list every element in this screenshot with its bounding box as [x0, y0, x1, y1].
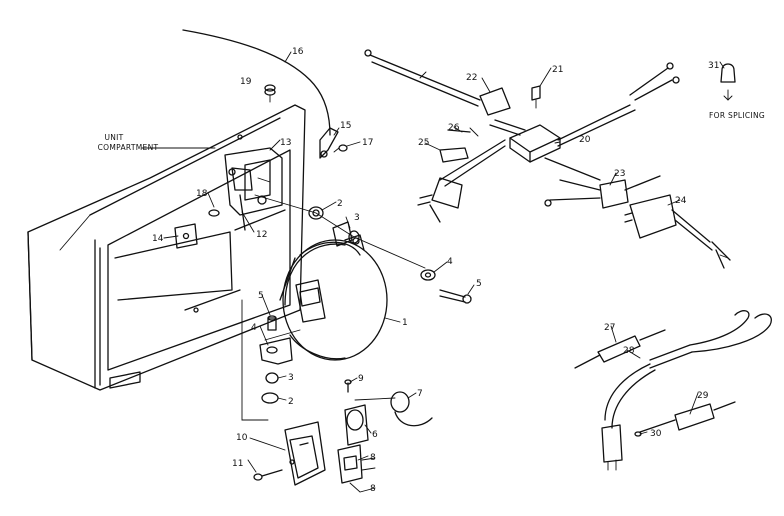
part-4-5-washer-screw-right: [420, 269, 472, 304]
callout-16: 16: [292, 47, 304, 57]
part-11-screw: [253, 469, 283, 481]
callout-12: 12: [256, 230, 267, 240]
part-19-nut: [264, 84, 276, 103]
callout-25: 25: [418, 138, 429, 148]
callout-31: 31: [708, 61, 719, 71]
callout-28: 28: [623, 346, 635, 356]
callout-1: 1: [402, 318, 408, 328]
callout-15: 15: [340, 121, 351, 131]
part-31-wire-nut: [720, 63, 736, 101]
callout-4-left: 4: [251, 323, 257, 333]
part-10-rocker-switch: [284, 421, 326, 486]
callout-7: 7: [417, 389, 423, 399]
callout-9: 9: [358, 374, 364, 384]
callout-19: 19: [240, 77, 252, 87]
part-20-junction-box: [509, 124, 561, 163]
callout-4-right: 4: [447, 257, 453, 267]
callout-numbers: 1 2 2 3 3 4 4 5 5 6 7 8 8 9 10 11 12 13 …: [152, 47, 719, 494]
callout-29: 29: [697, 391, 709, 401]
callout-8-rocker: 8: [370, 484, 376, 494]
unit-compartment-housing: [27, 104, 306, 391]
callout-27: 27: [604, 323, 615, 333]
part-17-screw: [333, 144, 348, 153]
part-1-reel-housing: [264, 234, 388, 361]
callout-10: 10: [236, 433, 248, 443]
part-25-26-terminals: [417, 127, 479, 223]
callout-30: 30: [650, 429, 662, 439]
note-for-splicing: FOR SPLICING: [709, 111, 765, 120]
part-28-sensor-cord: [601, 310, 772, 471]
callout-20: 20: [579, 135, 591, 145]
part-23-connector: [544, 175, 661, 209]
part-27-fuse: [574, 329, 666, 369]
callout-22: 22: [466, 73, 477, 83]
part-8-switch: [337, 444, 376, 493]
callout-26: 26: [448, 123, 460, 133]
top-right-leads: [629, 62, 680, 101]
wire-harness: [439, 104, 636, 187]
callout-2-lower: 2: [288, 397, 294, 407]
left-fastener-stack: [241, 299, 293, 421]
part-14-clip: [174, 223, 198, 249]
callout-23: 23: [614, 169, 625, 179]
callout-5-left: 5: [258, 291, 264, 301]
part-22-connector-lead: [364, 49, 511, 116]
callout-3-upper: 3: [354, 213, 360, 223]
leader-lines: [141, 51, 725, 473]
part-24-power-plug: [624, 194, 731, 269]
callout-11: 11: [232, 459, 243, 469]
callout-3-lower: 3: [288, 373, 294, 383]
callout-14: 14: [152, 234, 164, 244]
callout-8-switch: 8: [370, 453, 376, 463]
callout-2-upper: 2: [337, 199, 343, 209]
part-6-7-9-bracket: [344, 379, 433, 446]
callout-17: 17: [362, 138, 373, 148]
part-29-30-inline-fuse: [634, 401, 736, 437]
part-12-13-bracket: [224, 147, 283, 231]
part-18-washer: [208, 209, 220, 217]
note-unit-compartment-line2: COMPARTMENT: [98, 143, 159, 152]
callout-5-right: 5: [476, 279, 482, 289]
callout-6: 6: [372, 430, 378, 440]
note-unit-compartment-line1: UNIT: [104, 133, 123, 142]
callout-18: 18: [196, 189, 208, 199]
callout-21: 21: [552, 65, 563, 75]
part-15-terminal: [319, 127, 339, 159]
part-16-cord: [182, 29, 331, 136]
callout-13: 13: [280, 138, 291, 148]
callout-24: 24: [675, 196, 687, 206]
part-21-terminal: [531, 85, 541, 109]
